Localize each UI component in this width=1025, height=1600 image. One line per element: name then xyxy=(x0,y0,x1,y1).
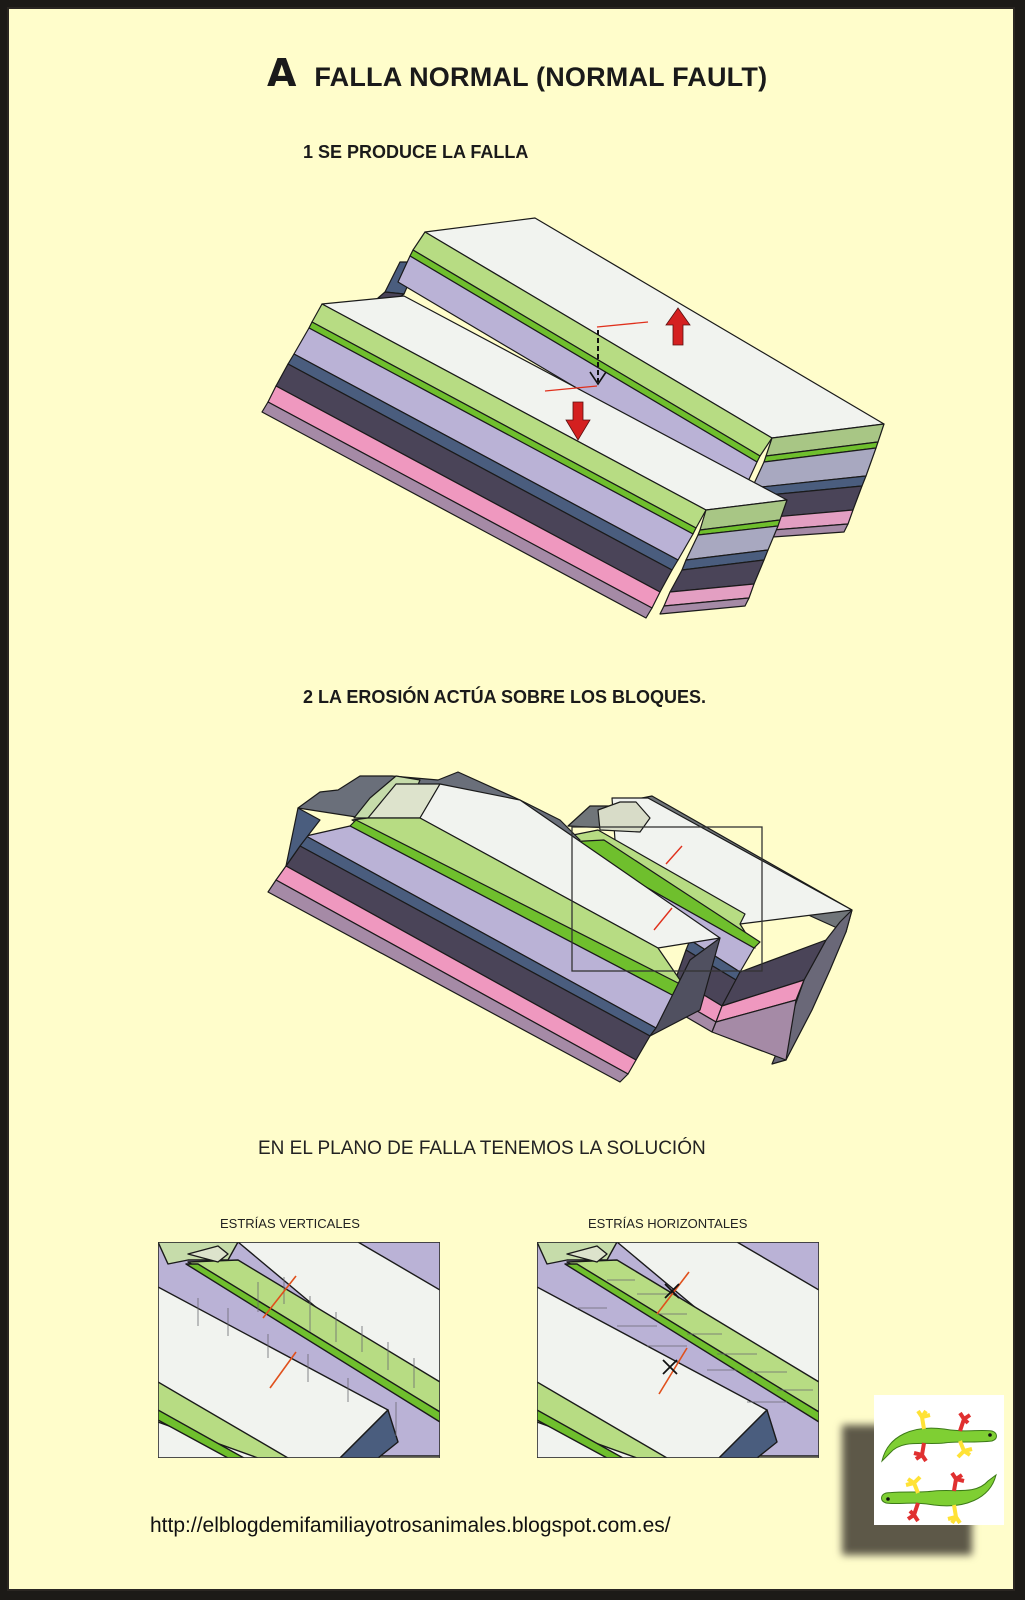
gecko-top-icon xyxy=(881,1409,997,1463)
title-text: FALLA NORMAL (NORMAL FAULT) xyxy=(314,62,768,92)
step-2-label: 2 LA EROSIÓN ACTÚA SOBRE LOS BLOQUES. xyxy=(303,687,707,707)
fault-marker-upper xyxy=(665,845,683,865)
panel-caption-vertical: ESTRÍAS VERTICALES xyxy=(220,1216,360,1231)
vertical-striations-panel xyxy=(158,1242,440,1458)
cross-mark-icon xyxy=(662,1283,680,1375)
blog-url-link[interactable]: http://elblogdemifamiliayotrosanimales.b… xyxy=(150,1514,671,1537)
up-arrow-icon xyxy=(665,307,691,346)
upthrown-block xyxy=(377,217,885,541)
solution-heading: EN EL PLANO DE FALLA TENEMOS LA SOLUCIÓN xyxy=(258,1138,706,1159)
eroded-block-diagram xyxy=(267,771,853,1083)
fault-marker-lower xyxy=(544,385,598,392)
step-1-label: 1 SE PRODUCE LA FALLA xyxy=(303,142,529,162)
horizontal-striations-panel xyxy=(537,1242,819,1458)
panel-caption-horizontal: ESTRÍAS HORIZONTALES xyxy=(588,1216,748,1231)
fault-marker-lower xyxy=(653,907,673,931)
detail-zoom-box xyxy=(571,826,763,972)
fault-marker-lower xyxy=(269,1351,297,1389)
horizontal-striations xyxy=(577,1279,813,1403)
fault-block-diagram xyxy=(261,217,885,619)
section-letter: A xyxy=(267,51,297,95)
two-geckos-logo xyxy=(874,1395,1004,1525)
downthrown-block xyxy=(261,295,788,619)
gecko-bottom-icon xyxy=(881,1471,997,1525)
fault-marker-upper xyxy=(596,321,649,328)
down-arrow-icon xyxy=(565,401,591,441)
page-title: A FALLA NORMAL (NORMAL FAULT) xyxy=(267,51,767,95)
fault-marker-upper xyxy=(262,1275,297,1319)
vertical-striations xyxy=(197,1277,415,1436)
